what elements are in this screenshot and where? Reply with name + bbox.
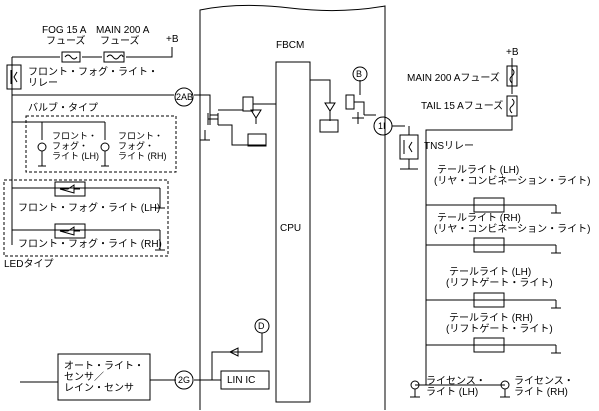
tns-relay-label: TNSリレー: [424, 141, 474, 152]
tail-rh-combo-label: テールライト (RH)(リヤ・コンビネーション・ライト): [434, 213, 591, 235]
led-type-label: LEDタイプ: [4, 259, 54, 270]
bulb-type-label: バルブ・タイプ: [28, 103, 98, 114]
plus-b-right: +B: [506, 47, 519, 58]
fbcm-outline: [199, 4, 386, 410]
wire-2ab: [12, 94, 218, 125]
main-fuse-right-label: MAIN 200 Aフューズ: [407, 73, 500, 84]
relay-ground: [400, 159, 418, 170]
sensor-box: [57, 353, 151, 401]
tail-lh-combo-label: テールライト (LH)(リヤ・コンビネーション・ライト): [434, 165, 591, 187]
led-rh-label: フロント・フォグ・ライト (RH): [18, 239, 162, 250]
tail-lh-gate-symbol: [473, 292, 505, 308]
wire-d: [211, 333, 263, 381]
bulb-rh-label: フロント・フォグ・ライト (RH): [118, 131, 167, 161]
connector-b: [352, 66, 368, 82]
sensor-label: オート・ライト・センサ／レイン・センサ: [64, 361, 144, 394]
license-lh-label: ライセンス・ライト (LH): [426, 376, 486, 398]
connector-1i-label: 1I: [378, 121, 386, 131]
led-wires: [12, 187, 165, 251]
connector-2g: [174, 370, 194, 390]
tail-lh-combo-symbol: [473, 197, 505, 213]
transistor-left: [200, 113, 219, 141]
bulb-type-box: [25, 115, 177, 173]
connector-2ab-label: 2AB: [176, 92, 194, 102]
license-rh-label: ライセンス・ライト (RH): [514, 376, 574, 398]
connector-b-label: B: [356, 69, 363, 79]
diode-left: [218, 109, 267, 147]
led-lh-label: フロント・フォグ・ライト (LH): [18, 203, 161, 214]
fog-fuse-symbol: [61, 51, 81, 63]
relay-left-symbol: [6, 64, 22, 90]
gate-right: [345, 80, 376, 124]
tail-rh-combo-symbol: [473, 237, 505, 253]
tail-rh-gate-label: テールライト (RH)(リフトゲート・ライト): [446, 313, 553, 335]
connector-2ab: [174, 87, 194, 107]
power-wire-left: [12, 47, 173, 58]
bulb-lh-label: フロント・フォグ・ライト (LH): [52, 131, 99, 161]
led-type-box: [3, 179, 169, 257]
cpu-label: CPU: [280, 223, 302, 234]
diode-right: [310, 79, 339, 133]
plus-b-left: +B: [166, 34, 179, 45]
led-rh-symbol: [54, 223, 86, 239]
led-lh-symbol: [54, 181, 86, 197]
relay-label: フロント・フォグ・ライト・リレー: [28, 67, 158, 89]
connector-d-label: D: [258, 321, 265, 331]
fbcm-title: FBCM: [276, 40, 305, 51]
main-fuse-symbol: [103, 51, 125, 63]
cpu-block: [275, 61, 311, 403]
bulb-wires: [12, 121, 106, 140]
tail-fuse-right-label: TAIL 15 Aフューズ: [421, 101, 504, 112]
lin-ic-label: LIN IC: [227, 375, 256, 386]
connector-2g-label: 2G: [178, 375, 191, 385]
gate-left: [218, 96, 276, 112]
tail-lh-gate-label: テールライト (LH)(リフトゲート・ライト): [446, 267, 553, 289]
right-bus: [415, 150, 556, 386]
tail-rh-gate-symbol: [473, 337, 505, 353]
tail-fuse-right: [506, 95, 518, 117]
right-grounds: [551, 205, 561, 354]
main-fuse-right: [506, 65, 518, 87]
